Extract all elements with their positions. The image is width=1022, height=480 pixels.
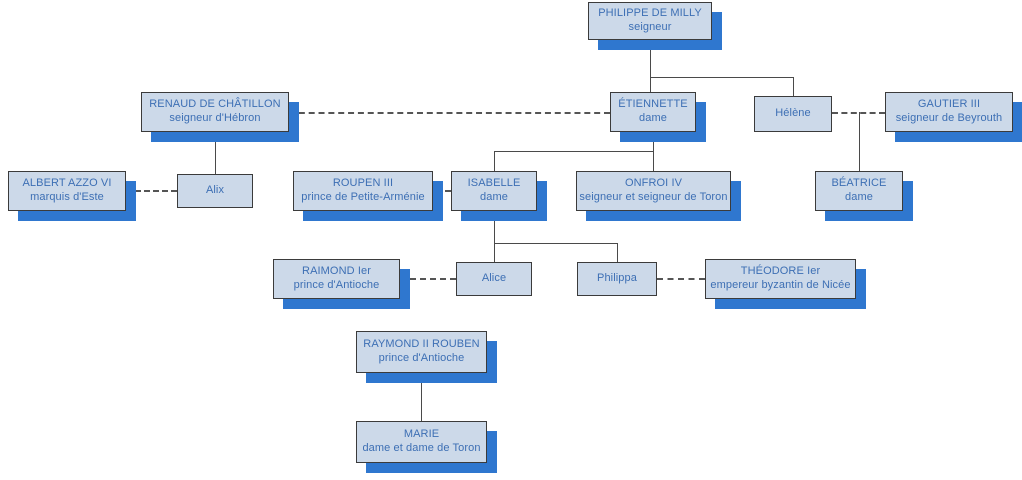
node-box[interactable]: Hélène — [754, 96, 832, 132]
connector-isabelle-alice — [494, 243, 495, 262]
connector-philippe-bus — [650, 77, 794, 78]
person-name: RAYMOND II ROUBEN — [363, 338, 480, 351]
connector-raymond2-marie — [421, 373, 422, 421]
marriage-philippa-theodore — [657, 278, 705, 280]
person-name: ISABELLE — [467, 177, 521, 190]
person-name: Hélène — [775, 107, 811, 120]
connector-etiennette-onfroi — [653, 151, 654, 171]
person-name: BÉATRICE — [831, 177, 887, 190]
person-name: ONFROI IV — [624, 177, 683, 190]
connector-gautier-beatrice — [859, 112, 860, 171]
person-name: PHILIPPE DE MILLY — [598, 7, 702, 20]
person-name: ALBERT AZZO VI — [22, 177, 112, 190]
person-title: seigneur de Beyrouth — [895, 112, 1003, 124]
person-title: prince d'Antioche — [293, 279, 380, 291]
person-name: Alice — [481, 272, 507, 285]
node-box[interactable]: Philippa — [577, 262, 657, 296]
person-name: ÉTIENNETTE — [618, 98, 688, 111]
node-box[interactable]: Alice — [456, 262, 532, 296]
person-title: prince de Petite-Arménie — [301, 191, 425, 203]
connector-isabelle-bus — [494, 243, 618, 244]
marriage-helene-gautier — [832, 112, 885, 114]
person-title: empereur byzantin de Nicée — [710, 279, 851, 291]
person-node-philippa[interactable]: Philippa — [577, 262, 657, 296]
person-title: dame — [845, 191, 873, 203]
person-title: prince d'Antioche — [378, 352, 465, 364]
connector-etiennette-bus — [494, 151, 653, 152]
person-node-alix[interactable]: Alix — [177, 174, 253, 208]
person-node-helene[interactable]: Hélène — [754, 96, 832, 132]
person-title: seigneur — [628, 21, 672, 33]
connector-isabelle-philippa — [617, 243, 618, 262]
person-title: dame — [639, 112, 667, 124]
person-name: RENAUD DE CHÂTILLON — [149, 98, 281, 111]
person-node-alice[interactable]: Alice — [456, 262, 532, 296]
connector-renaud-alix — [215, 132, 216, 174]
person-name: Alix — [205, 184, 225, 197]
person-name: THÉODORE Ier — [740, 265, 821, 278]
person-title: seigneur d'Hébron — [169, 112, 261, 124]
marriage-albert-alix — [126, 190, 177, 192]
person-title: seigneur et seigneur de Toron — [579, 191, 728, 203]
connector-philippe-helene — [793, 77, 794, 96]
person-title: dame — [480, 191, 508, 203]
person-name: Philippa — [597, 272, 637, 285]
connector-philippe-stem — [650, 40, 651, 77]
connector-isabelle-stem — [494, 211, 495, 243]
person-title: marquis d'Este — [30, 191, 104, 203]
marriage-raimond-alice — [400, 278, 456, 280]
node-box[interactable]: Alix — [177, 174, 253, 208]
person-name: GAUTIER III — [917, 98, 981, 111]
person-name: RAIMOND Ier — [302, 265, 371, 278]
marriage-renaud-etiennette — [289, 112, 610, 114]
person-name: MARIE — [403, 428, 440, 441]
person-title: dame et dame de Toron — [362, 442, 481, 454]
connector-philippe-etiennette — [650, 77, 651, 92]
connector-etiennette-isabelle — [494, 151, 495, 171]
person-name: ROUPEN III — [332, 177, 394, 190]
